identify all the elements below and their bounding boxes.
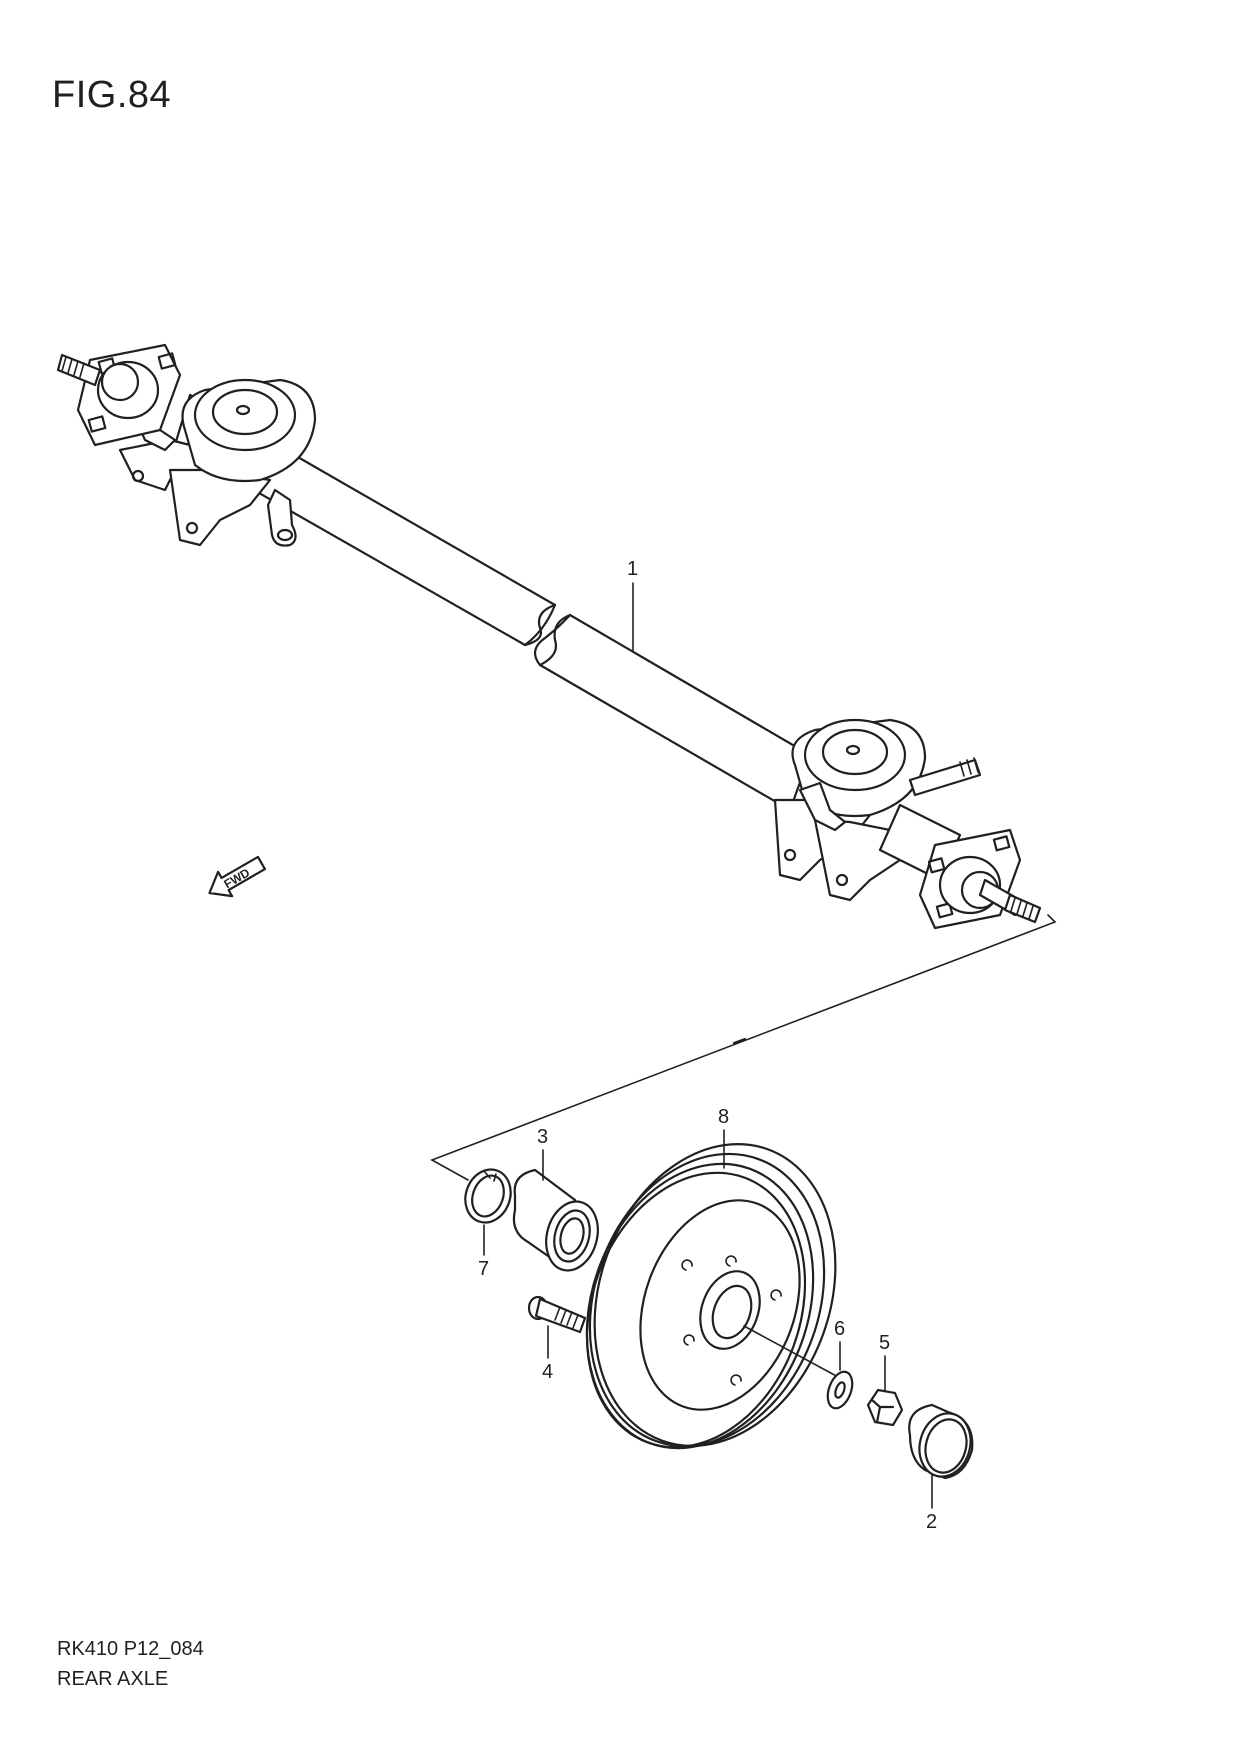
callout-2-number: 2 (926, 1511, 937, 1533)
model-code-label: RK410 P12_084 (57, 1638, 204, 1660)
brake-drum-part: 8 (585, 1106, 841, 1450)
callout-3-number: 3 (537, 1126, 548, 1148)
hub-nut-part: 5 (866, 1332, 904, 1427)
callout-1-number: 1 (627, 558, 638, 580)
hub-cap-part: 2 (908, 1403, 974, 1533)
snap-ring-part: 7 (464, 1168, 512, 1280)
callout-8-number: 8 (718, 1106, 729, 1128)
right-axle-end (773, 718, 1042, 930)
left-axle-end (56, 343, 317, 547)
wheel-stud-part: 4 (527, 1295, 587, 1383)
figure-title: FIG.84 (52, 74, 172, 116)
axle-tube-right-break (538, 613, 572, 667)
callout-7-number: 7 (478, 1258, 489, 1280)
washer-part: 6 (826, 1318, 854, 1410)
callout-5-number: 5 (879, 1332, 890, 1354)
forward-direction-arrow: FWD (208, 855, 267, 898)
callout-4-number: 4 (542, 1361, 553, 1383)
axle-beam-assembly: 1 (56, 343, 1042, 930)
axle-tube-right (533, 613, 812, 812)
callout-6-number: 6 (834, 1318, 845, 1340)
axle-tube-left-break (523, 603, 557, 647)
wheel-bearing-part: 3 (512, 1126, 599, 1272)
section-name-label: REAR AXLE (57, 1668, 169, 1690)
exploded-group-line (430, 914, 1057, 1181)
